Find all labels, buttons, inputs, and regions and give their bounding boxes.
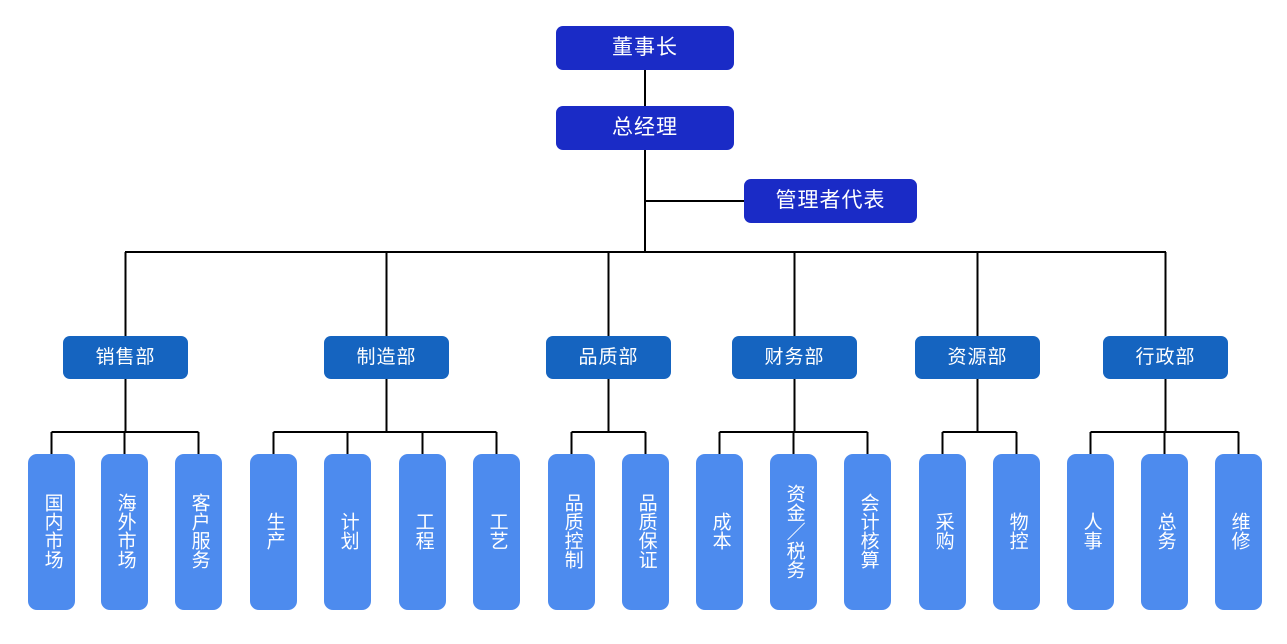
node-department-manufacturing[interactable]: 制造部 [324, 336, 449, 379]
node-unit-manufacturing-2[interactable]: 工程 [399, 454, 446, 610]
node-department-finance[interactable]: 财务部 [732, 336, 857, 379]
node-unit-administration-1-label: 总务 [1154, 512, 1176, 550]
node-department-sales[interactable]: 销售部 [63, 336, 188, 379]
node-unit-resources-1[interactable]: 物控 [993, 454, 1040, 610]
node-unit-administration-0[interactable]: 人事 [1067, 454, 1114, 610]
node-unit-quality-0[interactable]: 品质控制 [548, 454, 595, 610]
node-unit-manufacturing-2-label: 工程 [412, 512, 434, 550]
node-unit-finance-2-label: 会计核算 [857, 493, 879, 569]
node-management-representative[interactable]: 管理者代表 [744, 179, 917, 223]
node-chairman[interactable]: 董事长 [556, 26, 734, 70]
node-unit-resources-1-label: 物控 [1006, 512, 1028, 550]
node-unit-administration-1[interactable]: 总务 [1141, 454, 1188, 610]
node-unit-manufacturing-0-label: 生产 [263, 512, 285, 550]
node-unit-quality-1-label: 品质保证 [635, 493, 657, 569]
node-unit-quality-1[interactable]: 品质保证 [622, 454, 669, 610]
node-general-manager[interactable]: 总经理 [556, 106, 734, 150]
node-department-administration[interactable]: 行政部 [1103, 336, 1228, 379]
node-unit-finance-1[interactable]: 资金／税务 [770, 454, 817, 610]
node-unit-manufacturing-3-label: 工艺 [486, 512, 508, 550]
node-unit-finance-0-label: 成本 [709, 512, 731, 550]
node-unit-finance-1-label: 资金／税务 [783, 483, 805, 579]
node-unit-administration-0-label: 人事 [1080, 512, 1102, 550]
node-unit-finance-0[interactable]: 成本 [696, 454, 743, 610]
node-unit-sales-0[interactable]: 国内市场 [28, 454, 75, 610]
node-department-resources[interactable]: 资源部 [915, 336, 1040, 379]
node-unit-sales-2-label: 客户服务 [188, 493, 210, 569]
node-unit-resources-0[interactable]: 采购 [919, 454, 966, 610]
node-unit-quality-0-label: 品质控制 [561, 493, 583, 569]
node-unit-manufacturing-3[interactable]: 工艺 [473, 454, 520, 610]
node-unit-resources-0-label: 采购 [932, 512, 954, 550]
node-unit-manufacturing-1-label: 计划 [337, 512, 359, 550]
node-department-quality[interactable]: 品质部 [546, 336, 671, 379]
node-unit-administration-2-label: 维修 [1228, 512, 1250, 550]
node-unit-sales-2[interactable]: 客户服务 [175, 454, 222, 610]
node-unit-sales-1[interactable]: 海外市场 [101, 454, 148, 610]
node-unit-sales-1-label: 海外市场 [114, 493, 136, 569]
node-unit-manufacturing-0[interactable]: 生产 [250, 454, 297, 610]
node-unit-finance-2[interactable]: 会计核算 [844, 454, 891, 610]
node-unit-manufacturing-1[interactable]: 计划 [324, 454, 371, 610]
node-unit-sales-0-label: 国内市场 [41, 493, 63, 569]
node-unit-administration-2[interactable]: 维修 [1215, 454, 1262, 610]
